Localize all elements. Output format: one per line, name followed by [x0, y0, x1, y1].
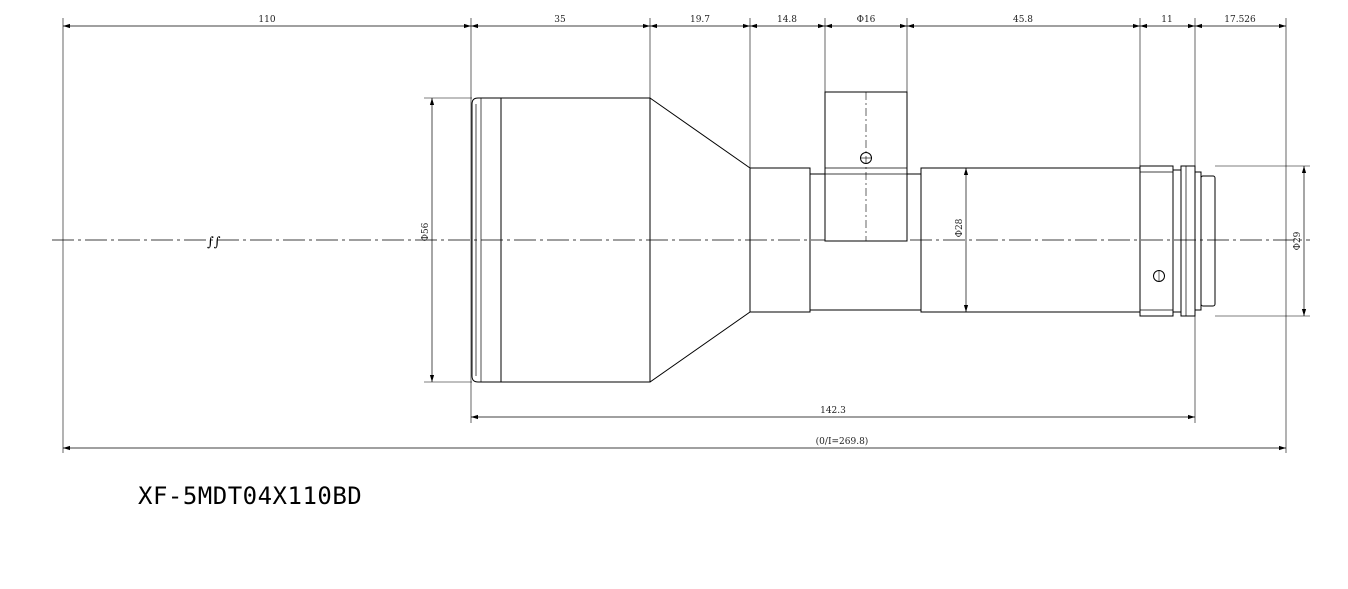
lens-body [471, 91, 1216, 383]
rear-ring-3 [1180, 165, 1196, 317]
front-cap [471, 97, 502, 383]
dim-110: 110 [258, 15, 275, 25]
dim-overall-length: (0/I=269.8) [816, 436, 869, 447]
extension-lines [62, 18, 1310, 453]
rear-ring-1 [1139, 165, 1174, 317]
dim-17-526: 17.526 [1224, 15, 1256, 25]
side-port-screw [860, 152, 872, 164]
rear-ring-4 [1194, 171, 1202, 311]
model-number: XF-5MDT04X110BD [138, 482, 363, 510]
rear-screw [1153, 270, 1165, 282]
dim-body-length: 142.3 [820, 406, 846, 416]
dim-14-8: 14.8 [777, 15, 797, 25]
rear-ring-2 [1172, 169, 1182, 313]
dim-19-7: 19.7 [690, 15, 710, 25]
break-symbol: ∫∫ [207, 235, 221, 250]
dim-35: 35 [554, 15, 566, 25]
dim-phi16: Φ16 [857, 15, 876, 25]
dim-45-8: 45.8 [1013, 15, 1033, 25]
dim-front-diameter: Φ56 [421, 222, 431, 241]
dim-rear-diameter: Φ29 [1293, 231, 1303, 250]
dim-11: 11 [1161, 15, 1172, 25]
dim-middle-diameter: Φ28 [955, 218, 965, 237]
front-barrel [500, 97, 651, 383]
rear-thread [1200, 175, 1216, 307]
